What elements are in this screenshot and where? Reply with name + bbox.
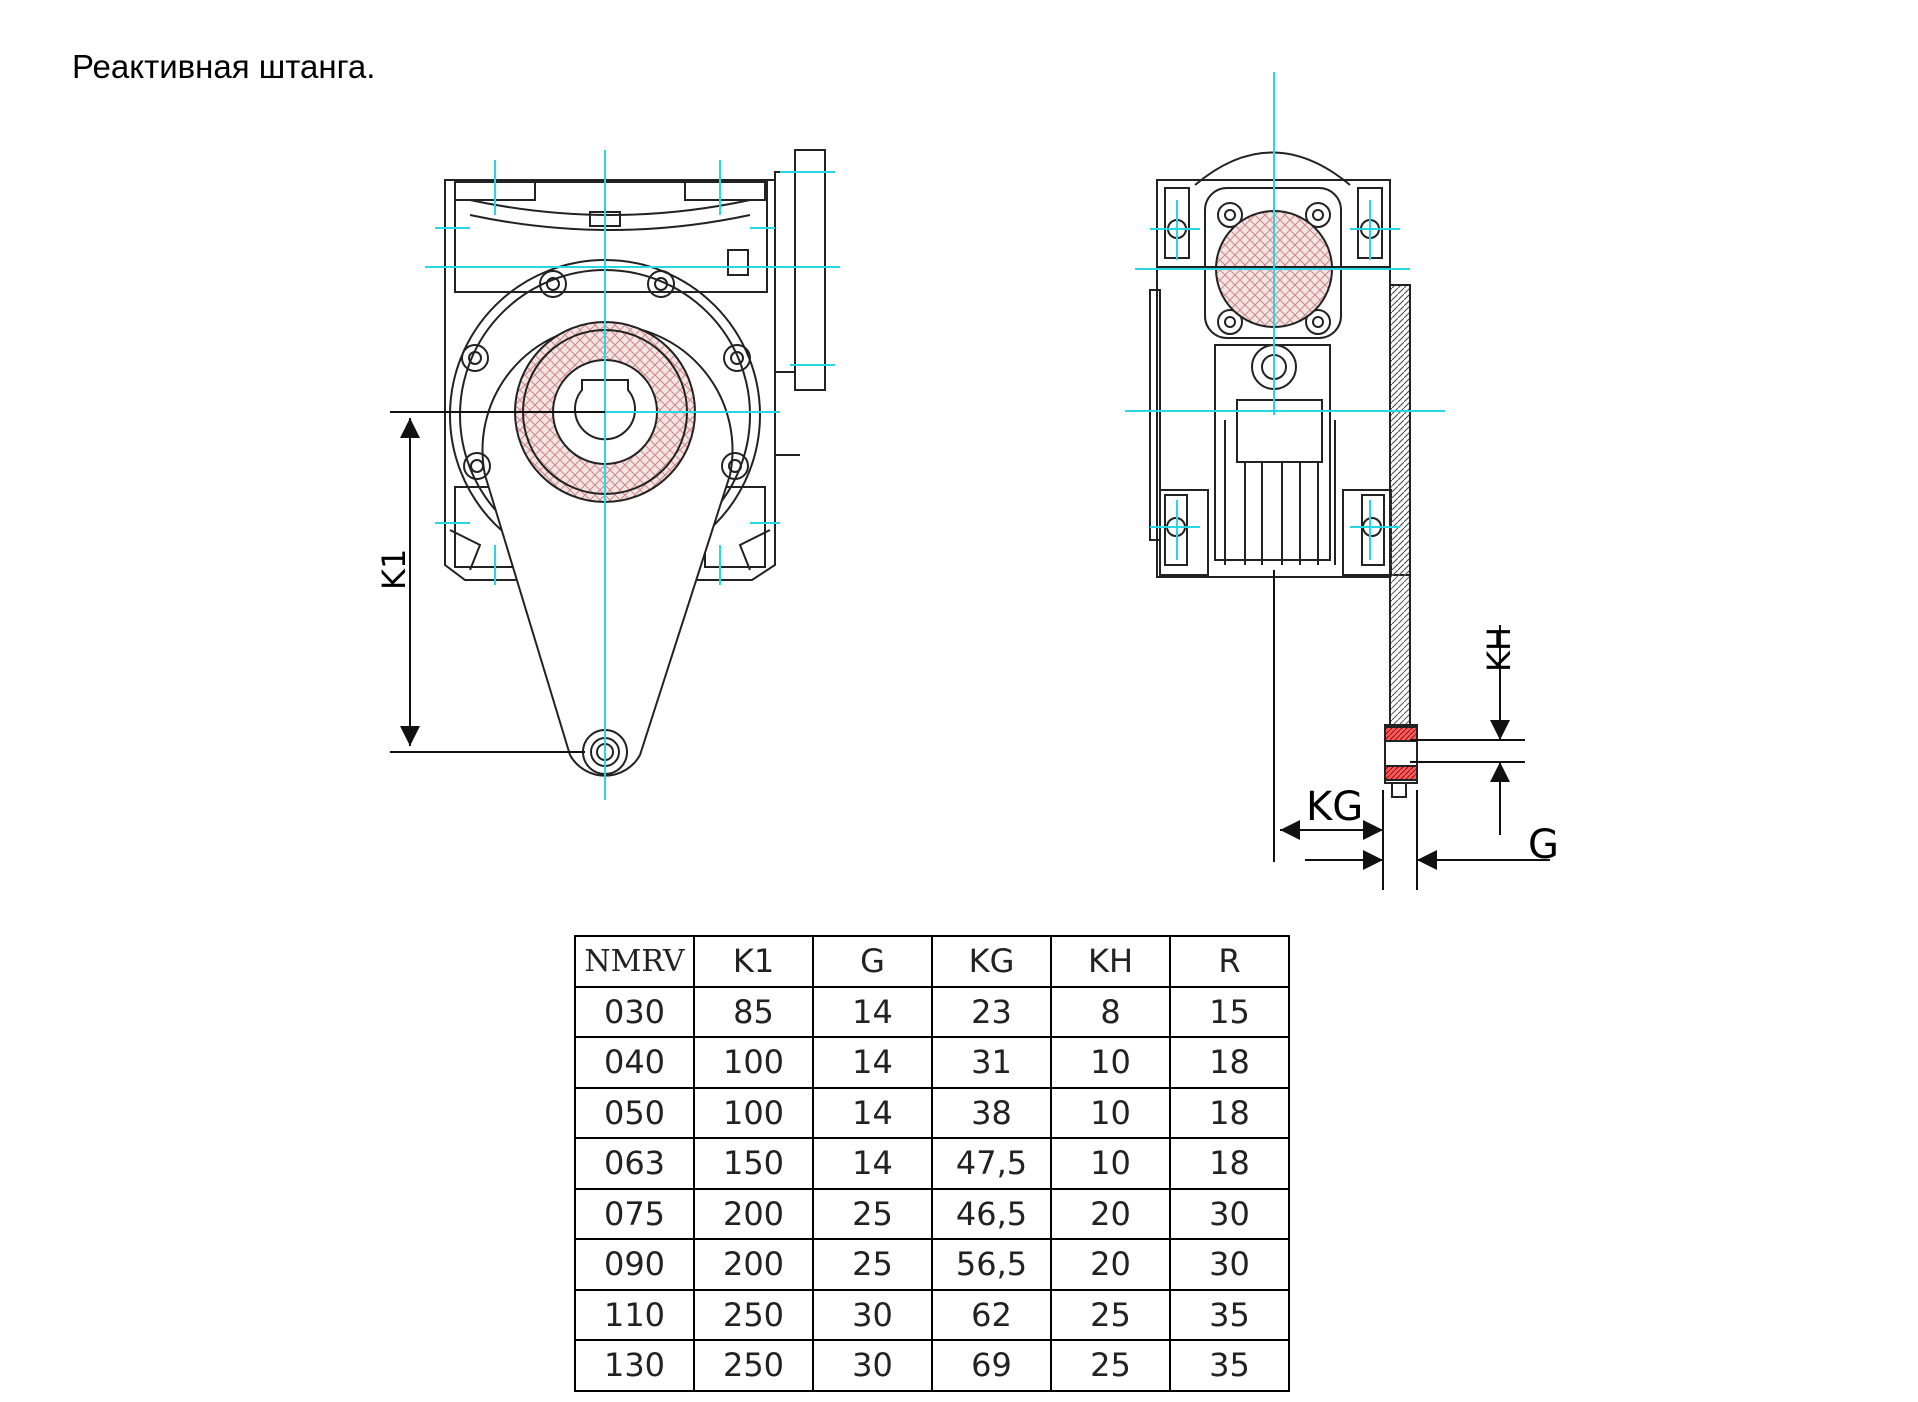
table-cell: 46,5 <box>931 1187 1052 1240</box>
g-label: G <box>1528 822 1559 868</box>
table-cell: 14 <box>812 985 933 1038</box>
side-centerlines <box>1125 72 1445 560</box>
k1-label: K1 <box>375 549 413 590</box>
table-cell: 8 <box>1050 985 1171 1038</box>
table-cell: 47,5 <box>931 1137 1052 1190</box>
table-cell: 150 <box>693 1137 814 1190</box>
front-view <box>444 149 826 777</box>
header-cell: R <box>1169 935 1290 988</box>
header-cell: KH <box>1050 935 1171 988</box>
table-cell: 14 <box>812 1086 933 1139</box>
table-cell: 20 <box>1050 1238 1171 1291</box>
header-cell: KG <box>931 935 1052 988</box>
side-view <box>1149 151 1418 798</box>
table-cell: 25 <box>1050 1288 1171 1341</box>
table-cell: 30 <box>812 1288 933 1341</box>
table-cell: 62 <box>931 1288 1052 1341</box>
table-cell: 14 <box>812 1036 933 1089</box>
table-cell: 110 <box>574 1288 695 1341</box>
table-cell: 20 <box>1050 1187 1171 1240</box>
table-cell: 075 <box>574 1187 695 1240</box>
table-cell: 200 <box>693 1187 814 1240</box>
side-dimensions <box>1273 570 1550 890</box>
table-cell: 100 <box>693 1086 814 1139</box>
header-cell: NMRV <box>574 935 695 988</box>
table-cell: 200 <box>693 1238 814 1291</box>
table-cell: 56,5 <box>931 1238 1052 1291</box>
table-cell: 250 <box>693 1288 814 1341</box>
table-cell: 31 <box>931 1036 1052 1089</box>
table-cell: 050 <box>574 1086 695 1139</box>
table-cell: 30 <box>812 1339 933 1392</box>
kg-label: KG <box>1306 784 1363 830</box>
table-cell: 35 <box>1169 1288 1290 1341</box>
k1-dimension <box>390 411 605 753</box>
table-header-row: NMRV K1 G KG KH R <box>574 935 1290 988</box>
table-cell: 090 <box>574 1238 695 1291</box>
table-cell: 23 <box>931 985 1052 1038</box>
table-cell: 30 <box>1169 1187 1290 1240</box>
table-cell: 14 <box>812 1137 933 1190</box>
table-cell: 250 <box>693 1339 814 1392</box>
page-title: Реактивная штанга. <box>72 48 376 85</box>
table-cell: 69 <box>931 1339 1052 1392</box>
header-cell: K1 <box>693 935 814 988</box>
table-cell: 100 <box>693 1036 814 1089</box>
table-cell: 35 <box>1169 1339 1290 1392</box>
table-cell: 030 <box>574 985 695 1038</box>
table-cell: 040 <box>574 1036 695 1089</box>
table-cell: 130 <box>574 1339 695 1392</box>
table-cell: 10 <box>1050 1086 1171 1139</box>
header-cell: G <box>812 935 933 988</box>
kh-label: KH <box>1480 627 1518 672</box>
table-cell: 38 <box>931 1086 1052 1139</box>
table-cell: 10 <box>1050 1036 1171 1089</box>
table-cell: 18 <box>1169 1137 1290 1190</box>
table-cell: 18 <box>1169 1036 1290 1089</box>
table-cell: 30 <box>1169 1238 1290 1291</box>
table-cell: 063 <box>574 1137 695 1190</box>
table-cell: 25 <box>1050 1339 1171 1392</box>
table-cell: 18 <box>1169 1086 1290 1139</box>
table-cell: 15 <box>1169 985 1290 1038</box>
table-cell: 25 <box>812 1238 933 1291</box>
arm-bolts <box>461 270 751 480</box>
table-cell: 10 <box>1050 1137 1171 1190</box>
table-cell: 85 <box>693 985 814 1038</box>
table-cell: 25 <box>812 1187 933 1240</box>
